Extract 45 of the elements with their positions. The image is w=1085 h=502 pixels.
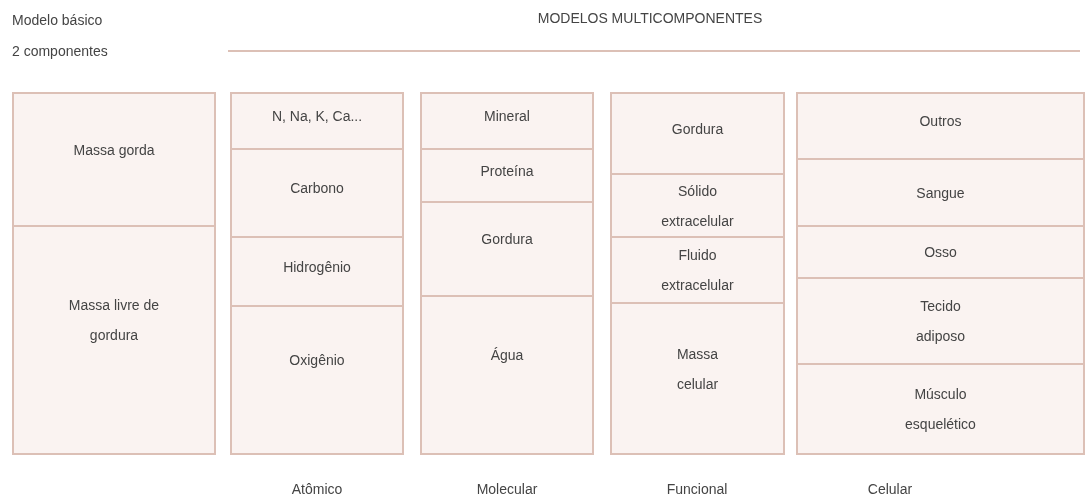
component-label: Massa gorda	[72, 140, 156, 160]
component-box	[796, 92, 1085, 160]
component-box	[610, 173, 785, 238]
component-box	[230, 305, 404, 455]
component-label: Oxigênio	[288, 351, 346, 370]
component-label: Outros	[918, 112, 963, 131]
component-label: Tecido adiposo	[914, 297, 966, 346]
component-box	[420, 295, 594, 455]
component-box	[420, 148, 594, 203]
component-box	[12, 225, 216, 455]
component-label: Proteína	[479, 161, 535, 181]
component-box	[610, 302, 785, 455]
component-label: Gordura	[480, 230, 534, 249]
component-label: Gordura	[670, 119, 725, 139]
model-caption: 2 componentes	[12, 43, 108, 59]
component-label: Sangue	[915, 183, 966, 203]
column-caption: Atômico	[290, 481, 344, 497]
section-heading: MODELOS MULTICOMPONENTES	[536, 10, 764, 26]
component-box	[610, 236, 785, 304]
component-box	[420, 92, 594, 150]
component-label: Massa celular	[675, 344, 720, 394]
component-box	[230, 92, 404, 150]
component-label: Sólido extracelular	[660, 181, 735, 231]
model-caption: Modelo básico	[12, 12, 103, 28]
component-box	[796, 277, 1085, 365]
column-caption: Molecular	[475, 481, 539, 497]
component-label: Carbono	[289, 179, 345, 198]
component-label: Massa livre de gordura	[67, 296, 161, 345]
column-caption: Celular	[866, 481, 914, 497]
component-label: Fluido extracelular	[660, 246, 735, 295]
component-box	[420, 201, 594, 297]
component-label: N, Na, K, Ca...	[270, 107, 364, 126]
component-label: Água	[489, 346, 525, 365]
column-caption: Funcional	[665, 481, 729, 497]
component-box	[230, 236, 404, 307]
component-label: Hidrogênio	[282, 257, 352, 277]
component-box	[796, 158, 1085, 227]
component-box	[610, 92, 785, 175]
component-box	[230, 148, 404, 238]
component-box	[796, 363, 1085, 455]
component-label: Osso	[923, 243, 958, 262]
component-label: Músculo esquelético	[904, 385, 977, 434]
component-box	[12, 92, 216, 227]
component-label: Mineral	[483, 107, 531, 126]
component-box	[796, 225, 1085, 279]
